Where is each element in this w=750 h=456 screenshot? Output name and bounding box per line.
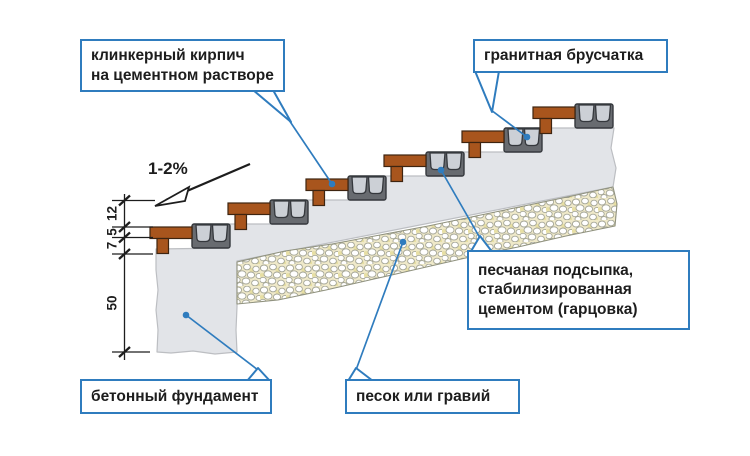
leader-dot-foundation [182,311,190,319]
slope-annotation: 1-2% [148,159,251,207]
slope-label: 1-2% [148,159,188,178]
callout-concrete-foundation: бетонный фундамент [80,379,272,414]
dimension-chain: 12 5 7 50 [105,194,155,360]
callout-clinker-brick: клинкерный кирпич на цементном растворе [80,39,285,93]
leader-dot-paver [523,133,531,141]
gravel-band [236,186,618,305]
leader-dot-gravel [399,238,407,246]
callout-sand-or-gravel: песок или гравий [345,379,520,414]
callout-granite-pavers: гранитная брусчатка [473,39,668,73]
dim-5: 5 [105,228,120,236]
leader-dot-bedding [437,166,445,174]
dim-7: 7 [105,242,120,250]
dim-12: 12 [105,206,120,221]
callout-sand-bedding: песчаная подсыпка, стабилизированная цем… [467,250,690,330]
dim-50: 50 [105,295,120,310]
leader-lines [182,70,531,382]
concrete-foundation-body [155,127,617,355]
leader-dot-brick [328,180,336,188]
